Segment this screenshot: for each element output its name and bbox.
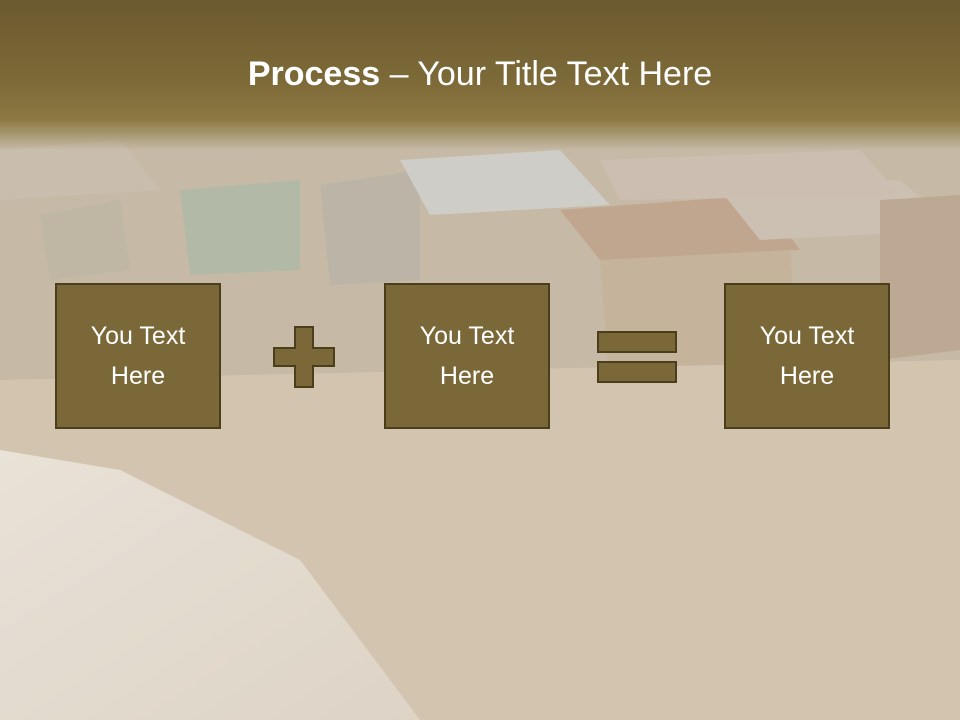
title-rest: – Your Title Text Here [380, 55, 713, 93]
box-1-line-1: You Text [90, 322, 186, 350]
box-2-line-1: You Text [419, 322, 515, 350]
title-bold: Process [247, 55, 381, 93]
process-box-2[interactable]: You Text Here [384, 283, 550, 429]
box-2-line-2: Here [439, 362, 495, 390]
title-band [0, 0, 960, 150]
box-3-line-1: You Text [759, 322, 855, 350]
process-box-3[interactable]: You Text Here [724, 283, 890, 429]
box-3-line-2: Here [779, 362, 835, 390]
plus-icon [273, 326, 335, 388]
box-1-line-2: Here [110, 362, 166, 390]
equals-icon [597, 331, 677, 383]
process-box-1[interactable]: You Text Here [55, 283, 221, 429]
slide-title[interactable]: Process – Your Title Text Here [0, 50, 960, 98]
